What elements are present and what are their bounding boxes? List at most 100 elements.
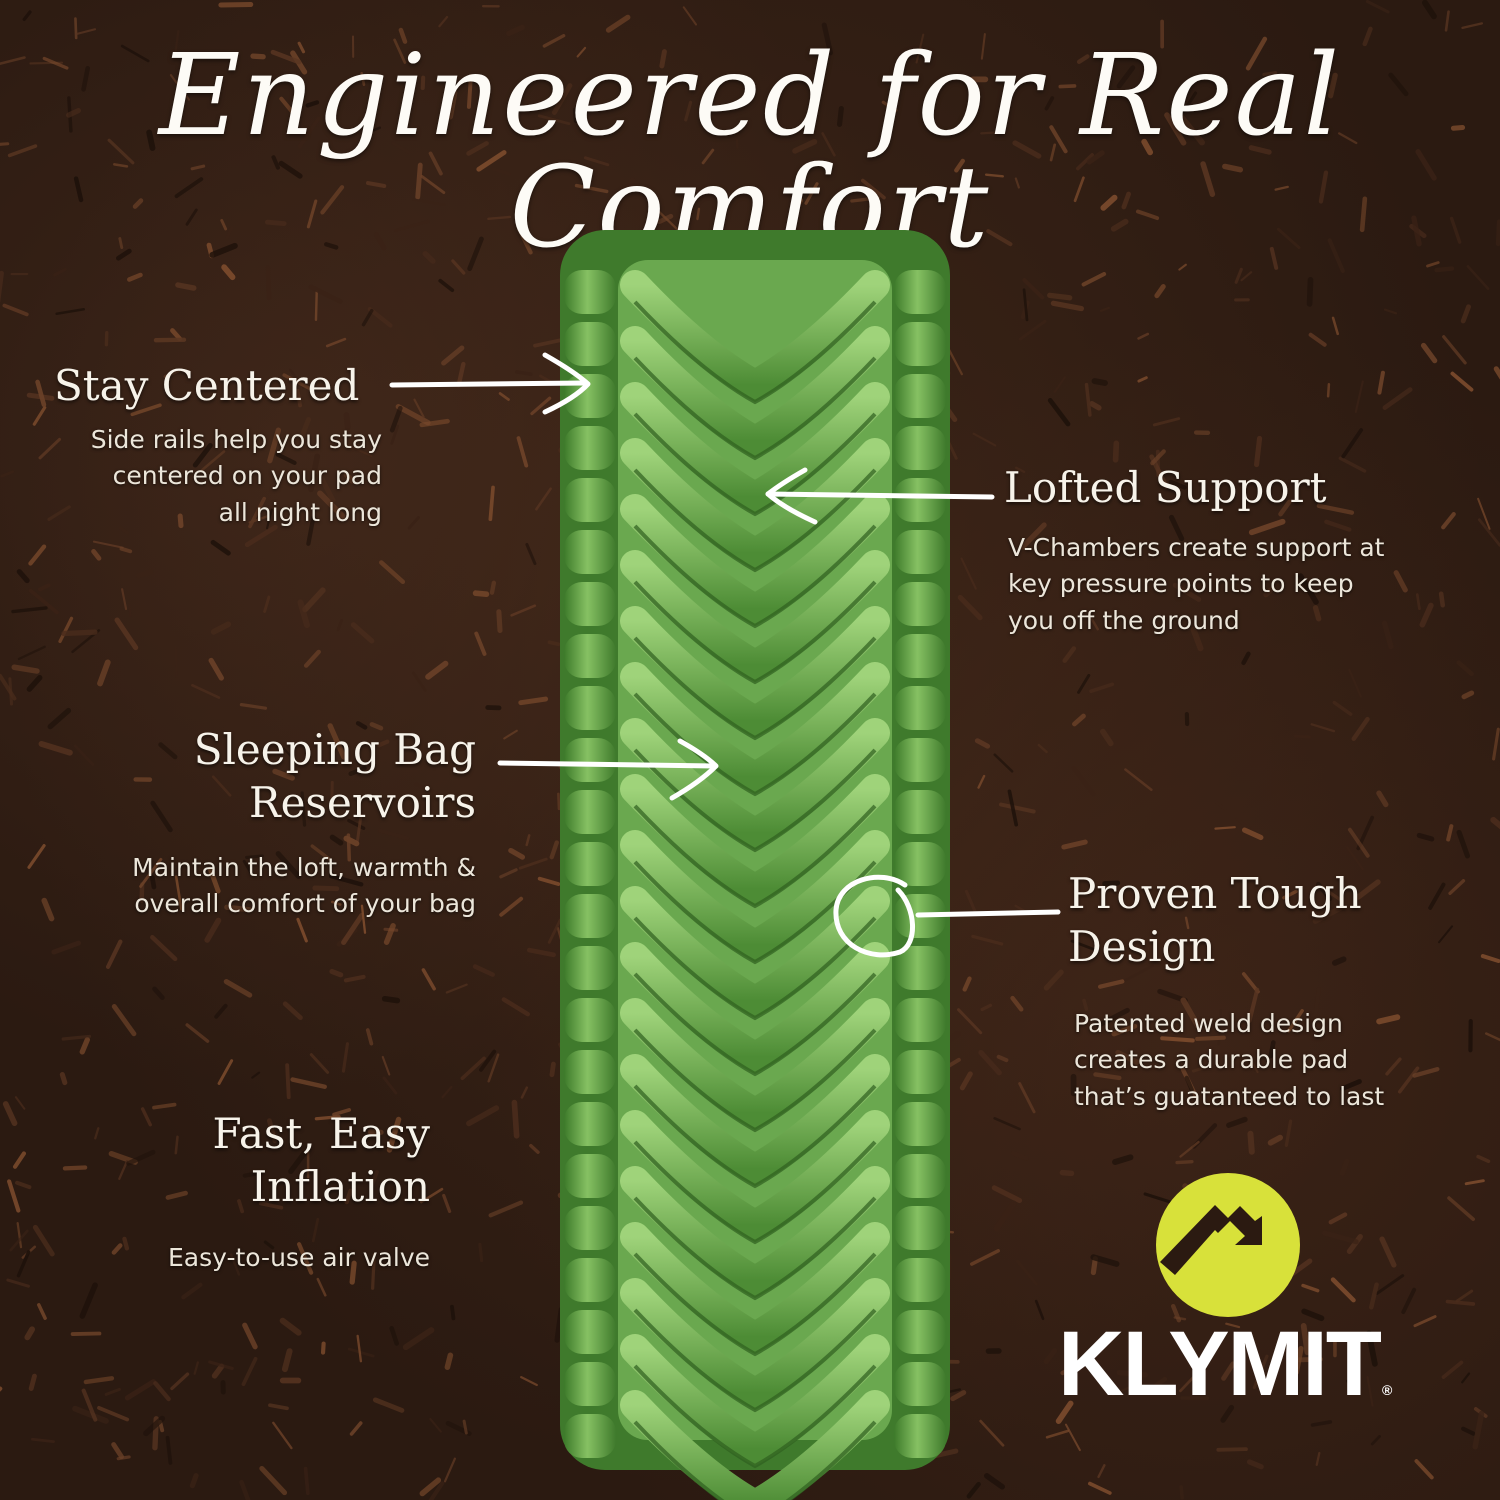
rail-segment	[564, 1258, 616, 1302]
rail-segment	[564, 738, 616, 782]
rail-segment	[894, 478, 946, 522]
title-line: Sleeping Bag	[193, 725, 476, 774]
desc-line: overall comfort of your bag	[134, 889, 476, 919]
v-chamber-weld	[633, 524, 877, 629]
desc-line: that’s guatanteed to last	[1074, 1081, 1385, 1111]
v-chamber	[620, 1278, 890, 1411]
v-chamber	[620, 326, 890, 459]
desc-line: creates a durable pad	[1074, 1045, 1349, 1075]
rail-segment	[564, 1362, 616, 1406]
rail-segment	[564, 1310, 616, 1354]
rail-segment	[894, 1206, 946, 1250]
desc-line: Patented weld design	[1074, 1009, 1343, 1038]
v-chamber-weld	[633, 1420, 877, 1500]
rail-segment	[894, 1154, 946, 1198]
v-chamber	[620, 1054, 890, 1187]
rail-segment	[894, 322, 946, 366]
rail-segment	[894, 530, 946, 574]
rail-segment	[894, 1102, 946, 1146]
rail-segment	[564, 530, 616, 574]
rail-segment	[564, 1154, 616, 1198]
v-chamber-weld	[633, 1140, 877, 1245]
desc-line: Maintain the loft, warmth &	[132, 853, 476, 882]
rail-segment	[894, 1414, 946, 1458]
rail-segment	[894, 790, 946, 834]
feature-title-sleeping-bag: Sleeping Bag Reservoirs	[100, 724, 476, 829]
rail-segment	[894, 946, 946, 990]
rail-segment	[564, 894, 616, 938]
rail-segment	[564, 1206, 616, 1250]
rail-segment	[564, 582, 616, 626]
rail-segment	[564, 842, 616, 886]
rail-segment	[564, 686, 616, 730]
rail-segment	[894, 374, 946, 418]
logo-text: KLYMIT	[1058, 1313, 1382, 1415]
v-chamber-weld	[633, 468, 877, 573]
feature-title-proven-tough: Proven Tough Design	[1068, 868, 1362, 973]
v-chamber-weld	[633, 1028, 877, 1133]
v-chamber-weld	[633, 692, 877, 797]
feature-desc-sleeping-bag: Maintain the loft, warmth & overall comf…	[40, 850, 476, 923]
rail-segment	[894, 1310, 946, 1354]
rail-segment	[564, 1050, 616, 1094]
v-chamber	[620, 550, 890, 683]
rail-segment	[564, 374, 616, 418]
klymit-wordmark: KLYMIT®	[1058, 1318, 1392, 1410]
v-chamber-weld	[633, 636, 877, 741]
feature-title-stay-centered: Stay Centered	[54, 361, 360, 410]
rail-segment	[564, 998, 616, 1042]
desc-line: all night long	[218, 497, 382, 527]
v-chamber	[620, 998, 890, 1131]
v-chamber-weld	[633, 972, 877, 1077]
v-chamber	[620, 1334, 890, 1467]
desc-line: centered on your pad	[112, 461, 382, 491]
side-rails	[564, 270, 946, 1458]
title-line: Design	[1068, 921, 1216, 971]
v-chamber-weld	[633, 1196, 877, 1301]
rail-segment	[894, 1258, 946, 1302]
v-chamber	[620, 1166, 890, 1299]
rail-segment	[894, 738, 946, 782]
title-line: Reservoirs	[248, 777, 476, 827]
v-chamber	[620, 1110, 890, 1243]
rail-segment	[894, 686, 946, 730]
v-chamber	[620, 662, 890, 795]
rail-segment	[564, 1414, 616, 1458]
v-chamber-weld	[633, 1084, 877, 1189]
v-chamber	[620, 774, 890, 907]
v-chamber-weld	[633, 580, 877, 685]
rail-segment	[894, 582, 946, 626]
v-chamber	[620, 606, 890, 739]
feature-title-lofted-support: Lofted Support	[1004, 463, 1327, 512]
rail-segment	[564, 634, 616, 678]
v-chamber-weld	[633, 300, 877, 405]
v-chamber-weld	[633, 412, 877, 517]
registered-mark: ®	[1381, 1382, 1393, 1398]
desc-line: key pressure points to keep	[1008, 569, 1354, 599]
desc-line: Easy-to-use air valve	[167, 1243, 430, 1272]
rail-segment	[894, 998, 946, 1042]
rail-segment	[894, 894, 946, 938]
v-chambers	[620, 270, 890, 1500]
v-chamber	[620, 1222, 890, 1355]
rail-segment	[564, 1102, 616, 1146]
rail-segment	[894, 1050, 946, 1094]
desc-line: Side rails help you stay	[90, 425, 382, 454]
feature-title-fast-easy: Fast, Easy Inflation	[100, 1108, 430, 1213]
v-chamber-weld	[633, 1364, 877, 1469]
feature-desc-lofted-support: V-Chambers create support at key pressur…	[1008, 530, 1478, 639]
v-chamber	[620, 270, 890, 403]
v-chamber-weld	[633, 1252, 877, 1357]
rail-segment	[894, 1362, 946, 1406]
rail-segment	[894, 270, 946, 314]
v-chamber	[620, 942, 890, 1075]
desc-line: V-Chambers create support at	[1008, 533, 1385, 562]
v-chamber	[620, 1390, 890, 1500]
title-line: Proven Tough	[1068, 869, 1362, 918]
desc-line: you off the ground	[1008, 605, 1240, 635]
v-chamber-weld	[633, 804, 877, 909]
feature-desc-stay-centered: Side rails help you stay centered on you…	[40, 422, 382, 531]
v-chamber-weld	[633, 1308, 877, 1413]
